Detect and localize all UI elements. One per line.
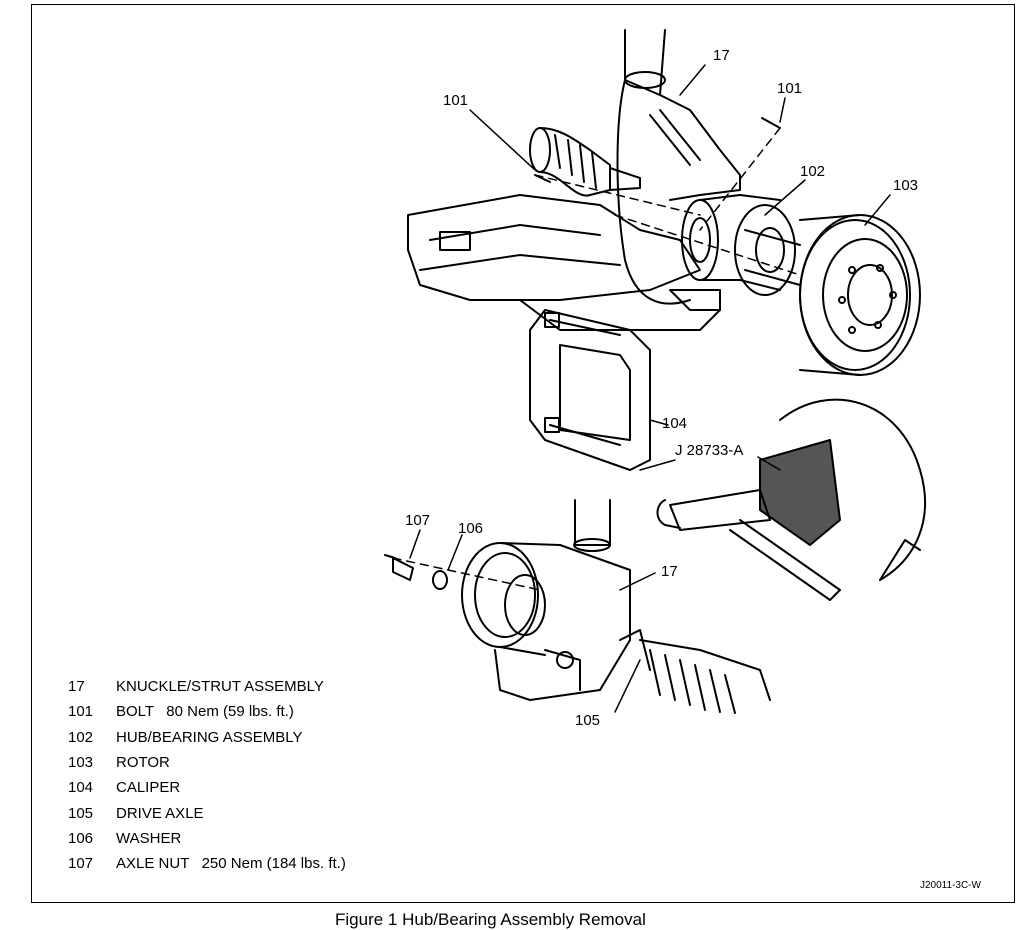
legend-label: DRIVE AXLE [116,804,204,822]
figure-frame [31,4,1015,903]
callout-101-left: 101 [443,92,469,109]
callout-102: 102 [800,163,826,180]
upper-axle-boot [529,127,641,197]
legend-row: 101 BOLT 80 Nem (59 lbs. ft.) [68,699,346,724]
callout-17-top: 17 [713,47,730,64]
callout-tool-j28733a: J 28733-A [675,442,744,459]
legend-label: WASHER [116,829,182,847]
callout-104: 104 [662,415,688,432]
figure-code: J20011-3C-W [920,880,981,891]
legend-label: AXLE NUT 250 Nem (184 lbs. ft.) [116,855,346,873]
legend-label: ROTOR [116,754,170,772]
callout-103: 103 [893,177,919,194]
legend-label: HUB/BEARING ASSEMBLY [116,728,303,746]
legend-row: 104 CALIPER [68,775,346,800]
legend-number: 104 [68,779,94,797]
callout-107: 107 [405,512,431,529]
lower-assembly [384,499,771,714]
callout-105: 105 [575,712,601,729]
legend-label: BOLT 80 Nem (59 lbs. ft.) [116,703,294,721]
legend-number: 103 [68,754,94,772]
legend-label: KNUCKLE/STRUT ASSEMBLY [116,678,324,696]
legend-number: 101 [68,703,94,721]
parts-legend: 17 KNUCKLE/STRUT ASSEMBLY 101 BOLT 80 Nem … [68,674,346,876]
legend-row: 106 WASHER [68,826,346,851]
rotor [799,214,921,376]
hub-bearing-upper [681,194,801,296]
wheel-with-tool [656,398,926,601]
legend-row: 107 AXLE NUT 250 Nem (184 lbs. ft.) [68,851,346,876]
figure-caption: Figure 1 Hub/Bearing Assembly Removal [335,910,646,929]
legend-number: 17 [68,678,85,696]
legend-number: 105 [68,804,94,822]
legend-row: 102 HUB/BEARING ASSEMBLY [68,725,346,750]
caliper [529,309,651,471]
alignment-lines [392,127,801,591]
legend-row: 105 DRIVE AXLE [68,800,346,825]
legend-number: 102 [68,728,94,746]
leader-lines [409,64,891,713]
callout-17-bottom: 17 [661,563,678,580]
upper-knuckle-strut [616,29,741,311]
control-arm [407,194,721,331]
legend-row: 17 KNUCKLE/STRUT ASSEMBLY [68,674,346,699]
callout-101-right: 101 [777,80,803,97]
legend-row: 103 ROTOR [68,750,346,775]
callout-106: 106 [458,520,484,537]
legend-number: 107 [68,855,94,873]
bolt-101-right [761,117,781,129]
legend-label: CALIPER [116,779,181,797]
legend-number: 106 [68,829,94,847]
